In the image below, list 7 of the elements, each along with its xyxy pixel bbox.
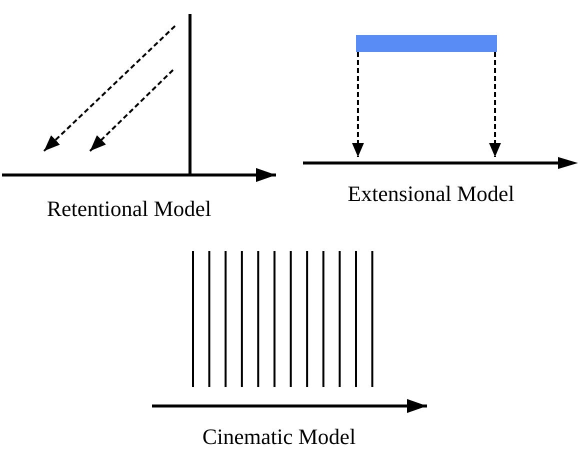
- time-span-bar: [356, 35, 497, 52]
- model-caption: Retentional Model: [46, 196, 212, 222]
- timeline-arrow: [303, 157, 578, 169]
- model-caption: Cinematic Model: [202, 424, 356, 450]
- dashed-arrow: [352, 52, 364, 157]
- dashed-arrow: [489, 52, 502, 157]
- model-caption: Extensional Model: [348, 181, 514, 207]
